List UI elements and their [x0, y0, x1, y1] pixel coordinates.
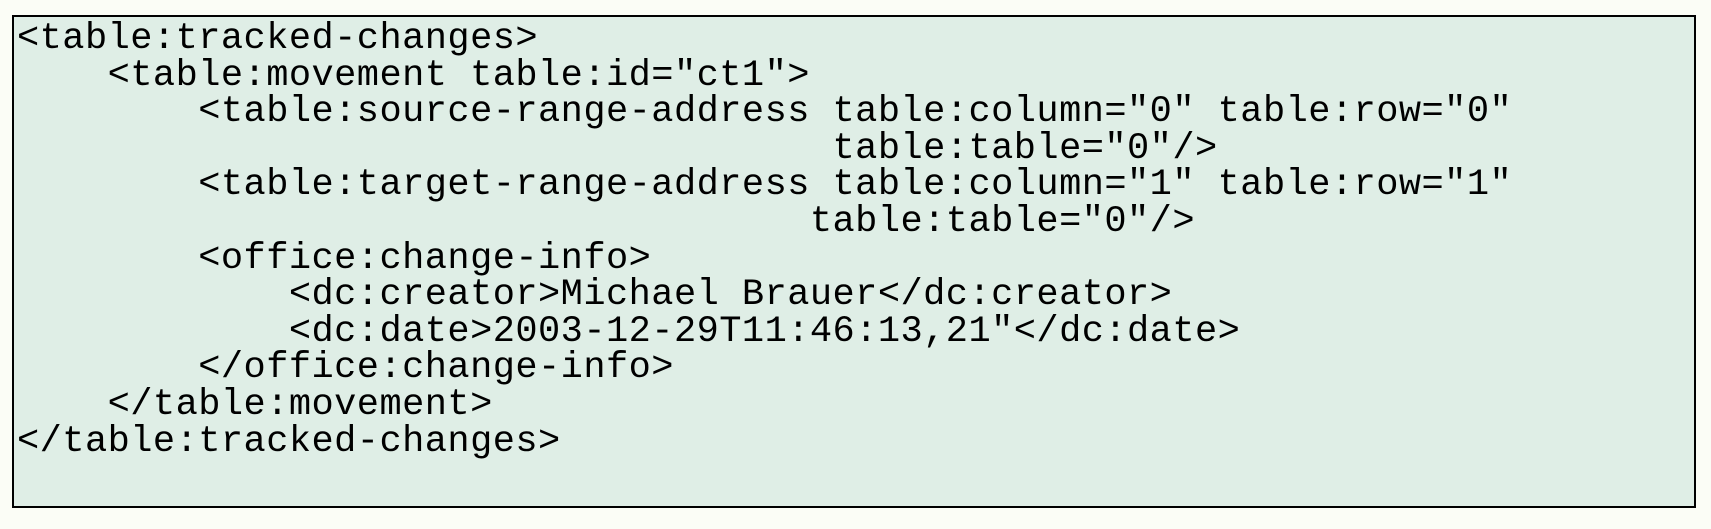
code-line: </office:change-info> [17, 347, 674, 390]
code-line: table:table="0"/> [17, 200, 1195, 243]
code-block: <table:tracked-changes> <table:movement … [12, 15, 1696, 508]
code-line: <dc:date>2003-12-29T11:46:13,21"</dc:dat… [17, 310, 1241, 353]
code-line: <table:tracked-changes> [17, 18, 539, 60]
code-line: <table:target-range-address table:column… [17, 164, 1513, 207]
xml-code-listing: <table:tracked-changes> <table:movement … [14, 17, 1694, 460]
code-line: </table:movement> [17, 383, 493, 426]
code-line: <office:change-info> [17, 237, 652, 280]
code-line: table:table="0"/> [17, 127, 1218, 170]
code-line: <dc:creator>Michael Brauer</dc:creator> [17, 274, 1173, 317]
code-line: <table:movement table:id="ct1"> [17, 54, 810, 97]
code-line: <table:source-range-address table:column… [17, 91, 1513, 134]
code-line: </table:tracked-changes> [17, 420, 561, 463]
